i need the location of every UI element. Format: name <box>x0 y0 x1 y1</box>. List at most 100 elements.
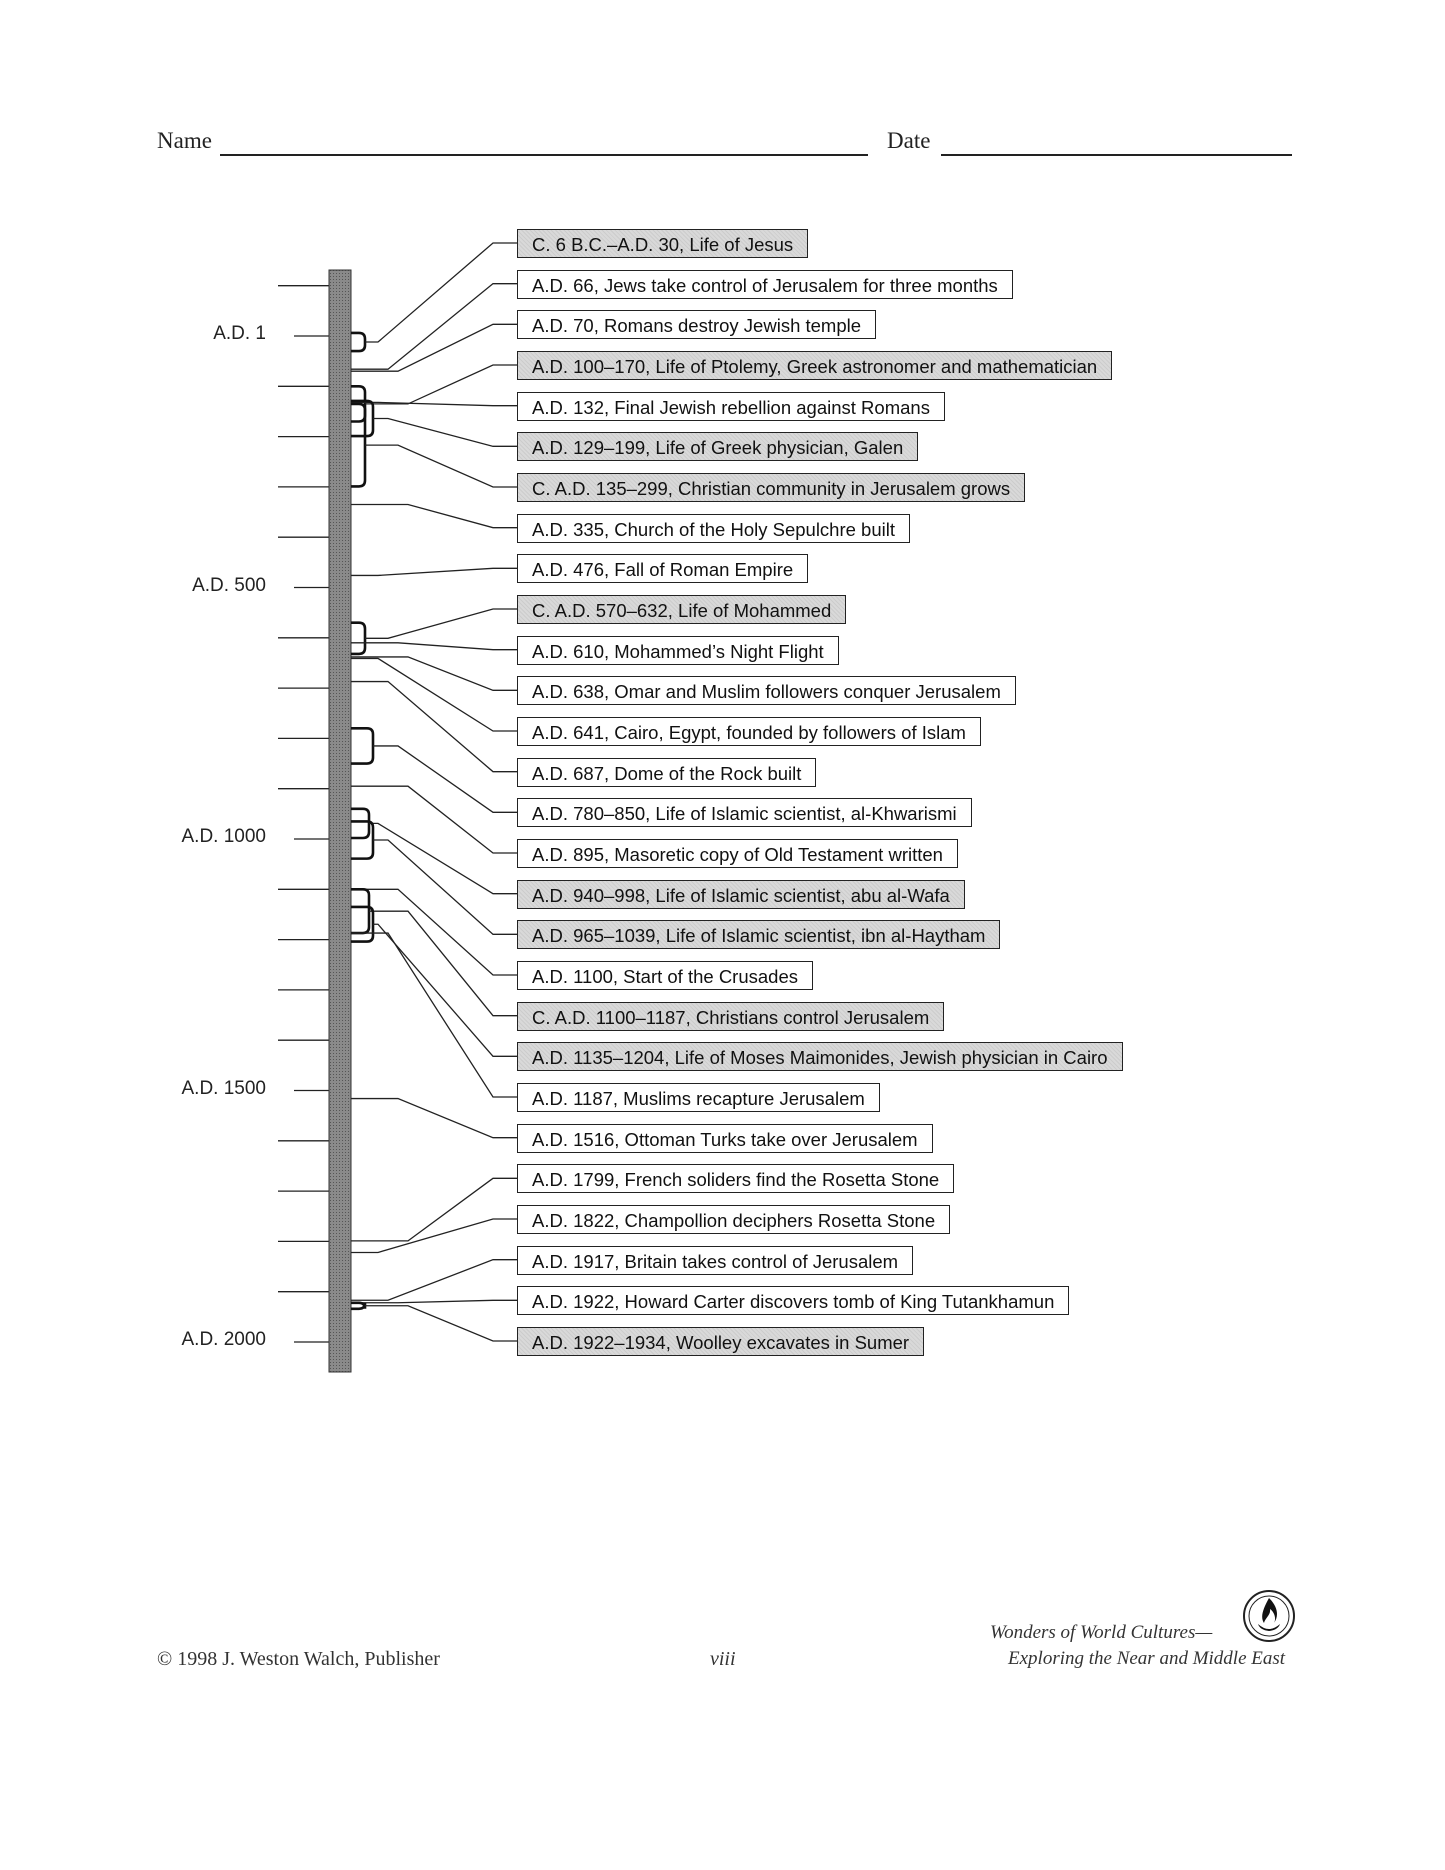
leader-line <box>369 910 517 1017</box>
span-bracket <box>351 331 367 353</box>
event-box: A.D. 641, Cairo, Egypt, founded by follo… <box>517 717 981 746</box>
event-connector <box>351 1177 517 1242</box>
event-box: A.D. 1100, Start of the Crusades <box>517 961 813 990</box>
event-connector <box>351 905 517 1057</box>
axis-label: A.D. 1500 <box>181 1077 267 1099</box>
event-box: A.D. 687, Dome of the Rock built <box>517 757 817 787</box>
event-box: A.D. 70, Romans destroy Jewish temple <box>517 310 877 340</box>
leader-line <box>351 932 517 1098</box>
axis-label: A.D. 1 <box>213 323 266 344</box>
leader-line <box>365 444 517 488</box>
event-connector <box>351 888 517 1017</box>
leader-line <box>351 1097 517 1139</box>
event-connector <box>351 283 517 370</box>
leader-line <box>369 822 517 895</box>
leader-line <box>351 323 517 372</box>
event-connector <box>351 1259 517 1301</box>
leader-line <box>351 680 517 773</box>
leader-line <box>365 364 517 405</box>
leader-line <box>365 242 517 343</box>
event-connector <box>351 1218 517 1254</box>
axis-label: A.D. 500 <box>192 574 266 596</box>
event-box: A.D. 965–1039, Life of Islamic scientist… <box>517 920 1001 950</box>
event-connector <box>351 932 517 1098</box>
leader-line <box>351 785 517 854</box>
publisher-flame-icon <box>1243 1590 1295 1642</box>
event-box: A.D. 895, Masoretic copy of Old Testamen… <box>517 839 958 868</box>
date-label: Date <box>887 128 931 153</box>
copyright: © 1998 J. Weston Walch, Publisher <box>157 1648 440 1670</box>
event-connector <box>351 1097 517 1139</box>
date-field-line[interactable] <box>941 154 1292 156</box>
event-box: C. A.D. 570–632, Life of Mohammed <box>517 595 847 624</box>
leader-line <box>351 1299 517 1304</box>
span-bracket <box>351 399 375 438</box>
event-connector <box>351 785 517 854</box>
event-box: A.D. 66, Jews take control of Jerusalem … <box>517 269 1013 299</box>
event-box: C. A.D. 1100–1187, Christians control Je… <box>517 1001 945 1031</box>
event-connector <box>351 503 517 529</box>
event-connector <box>351 1301 517 1342</box>
name-field-line[interactable] <box>220 154 868 156</box>
event-box: A.D. 335, Church of the Holy Sepulchre b… <box>517 513 910 543</box>
event-box: C. A.D. 135–299, Christian community in … <box>517 473 1026 502</box>
span-bracket <box>351 888 371 935</box>
axis-label: A.D. 2000 <box>181 1329 267 1350</box>
event-connector <box>351 364 517 423</box>
event-box: A.D. 1516, Ottoman Turks take over Jerus… <box>517 1123 933 1153</box>
span-bracket <box>351 621 367 656</box>
event-box: A.D. 129–199, Life of Greek physician, G… <box>517 432 919 462</box>
span-bracket <box>351 1301 367 1311</box>
event-connector <box>351 242 517 353</box>
event-connectors <box>351 242 517 1342</box>
span-bracket <box>351 807 371 840</box>
event-connector <box>351 657 517 732</box>
event-connector <box>351 402 517 488</box>
event-connector <box>351 323 517 372</box>
span-bracket <box>351 727 375 765</box>
book-subtitle: Exploring the Near and Middle East <box>1008 1648 1286 1669</box>
event-box: A.D. 1922, Howard Carter discovers tomb … <box>517 1286 1070 1316</box>
leader-line <box>351 888 517 976</box>
event-box: A.D. 1135–1204, Life of Moses Maimonides… <box>517 1042 1123 1072</box>
leader-line <box>373 923 517 1057</box>
leader-line <box>351 656 517 691</box>
event-connector <box>351 608 517 656</box>
event-box: A.D. 1917, Britain takes control of Jeru… <box>517 1245 914 1275</box>
event-connector <box>351 888 517 976</box>
event-connector <box>351 656 517 691</box>
event-connector <box>351 401 517 407</box>
event-connector <box>351 399 517 447</box>
name-label: Name <box>157 128 212 153</box>
event-box: A.D. 780–850, Life of Islamic scientist,… <box>517 798 972 828</box>
span-bracket <box>351 402 367 488</box>
leader-line <box>351 657 517 732</box>
page-header: Name Date <box>0 0 1445 200</box>
timeline-bar <box>328 269 352 1373</box>
leader-line <box>351 1259 517 1301</box>
event-box: A.D. 100–170, Life of Ptolemy, Greek ast… <box>517 351 1113 380</box>
event-box: A.D. 132, Final Jewish rebellion against… <box>517 391 945 421</box>
leader-line <box>373 839 517 935</box>
event-connector <box>351 567 517 577</box>
event-connector <box>351 820 517 935</box>
leader-line <box>351 1218 517 1254</box>
leader-line <box>351 1177 517 1242</box>
event-connector <box>351 680 517 773</box>
leader-line <box>365 608 517 639</box>
event-box: A.D. 610, Mohammed’s Night Flight <box>517 635 839 665</box>
leader-line <box>351 567 517 577</box>
page-number: viii <box>710 1648 736 1670</box>
leader-line <box>373 745 517 813</box>
event-connector <box>351 642 517 651</box>
event-box: A.D. 1187, Muslims recapture Jerusalem <box>517 1083 880 1112</box>
leader-line <box>373 417 517 447</box>
event-box: A.D. 1822, Champollion deciphers Rosetta… <box>517 1205 951 1234</box>
axis-label: A.D. 1000 <box>181 826 267 847</box>
event-box: A.D. 1922–1934, Woolley excavates in Sum… <box>517 1327 925 1356</box>
leader-line <box>351 642 517 651</box>
leader-line <box>351 503 517 529</box>
event-box: A.D. 940–998, Life of Islamic scientist,… <box>517 879 965 909</box>
event-box: A.D. 638, Omar and Muslim followers conq… <box>517 676 1016 706</box>
